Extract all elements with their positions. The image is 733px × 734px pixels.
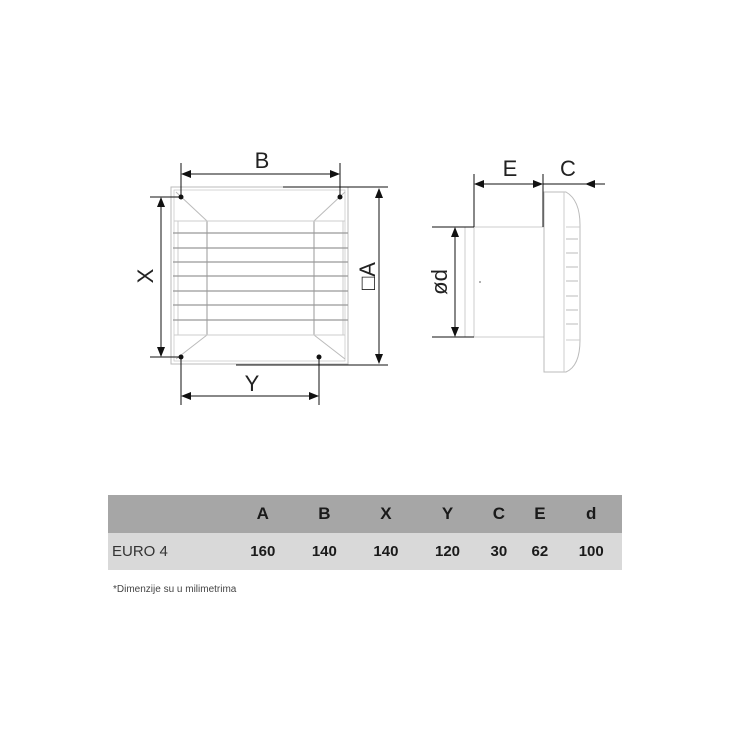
value-x: 140 bbox=[355, 533, 417, 570]
value-b: 140 bbox=[293, 533, 356, 570]
units-note: *Dimenzije su u milimetrima bbox=[113, 584, 237, 595]
header-cell-d: d bbox=[560, 495, 622, 533]
label-e: E bbox=[503, 156, 518, 181]
label-y: Y bbox=[245, 371, 260, 396]
value-y: 120 bbox=[416, 533, 479, 570]
header-cell-c: C bbox=[478, 495, 520, 533]
table-header-row: A B X Y C E d bbox=[108, 495, 622, 533]
value-c: 30 bbox=[478, 533, 520, 570]
front-view: B □A X Y bbox=[133, 148, 388, 405]
value-e: 62 bbox=[519, 533, 561, 570]
side-view: E C ød bbox=[427, 156, 605, 373]
value-a: 160 bbox=[232, 533, 294, 570]
header-cell-x: X bbox=[355, 495, 417, 533]
header-cell-a: A bbox=[232, 495, 294, 533]
label-x: X bbox=[133, 268, 158, 283]
value-d: 100 bbox=[560, 533, 622, 570]
header-cell bbox=[108, 495, 232, 533]
dimensions-table: A B X Y C E d EURO 4 160 140 140 120 30 … bbox=[108, 495, 622, 570]
header-cell-e: E bbox=[519, 495, 561, 533]
label-a: □A bbox=[355, 262, 380, 290]
label-d: ød bbox=[427, 269, 452, 295]
label-b: B bbox=[255, 148, 270, 173]
model-name: EURO 4 bbox=[108, 533, 232, 570]
header-cell-y: Y bbox=[416, 495, 479, 533]
table-row: EURO 4 160 140 140 120 30 62 100 bbox=[108, 533, 622, 570]
label-c: C bbox=[560, 156, 576, 181]
header-cell-b: B bbox=[293, 495, 356, 533]
